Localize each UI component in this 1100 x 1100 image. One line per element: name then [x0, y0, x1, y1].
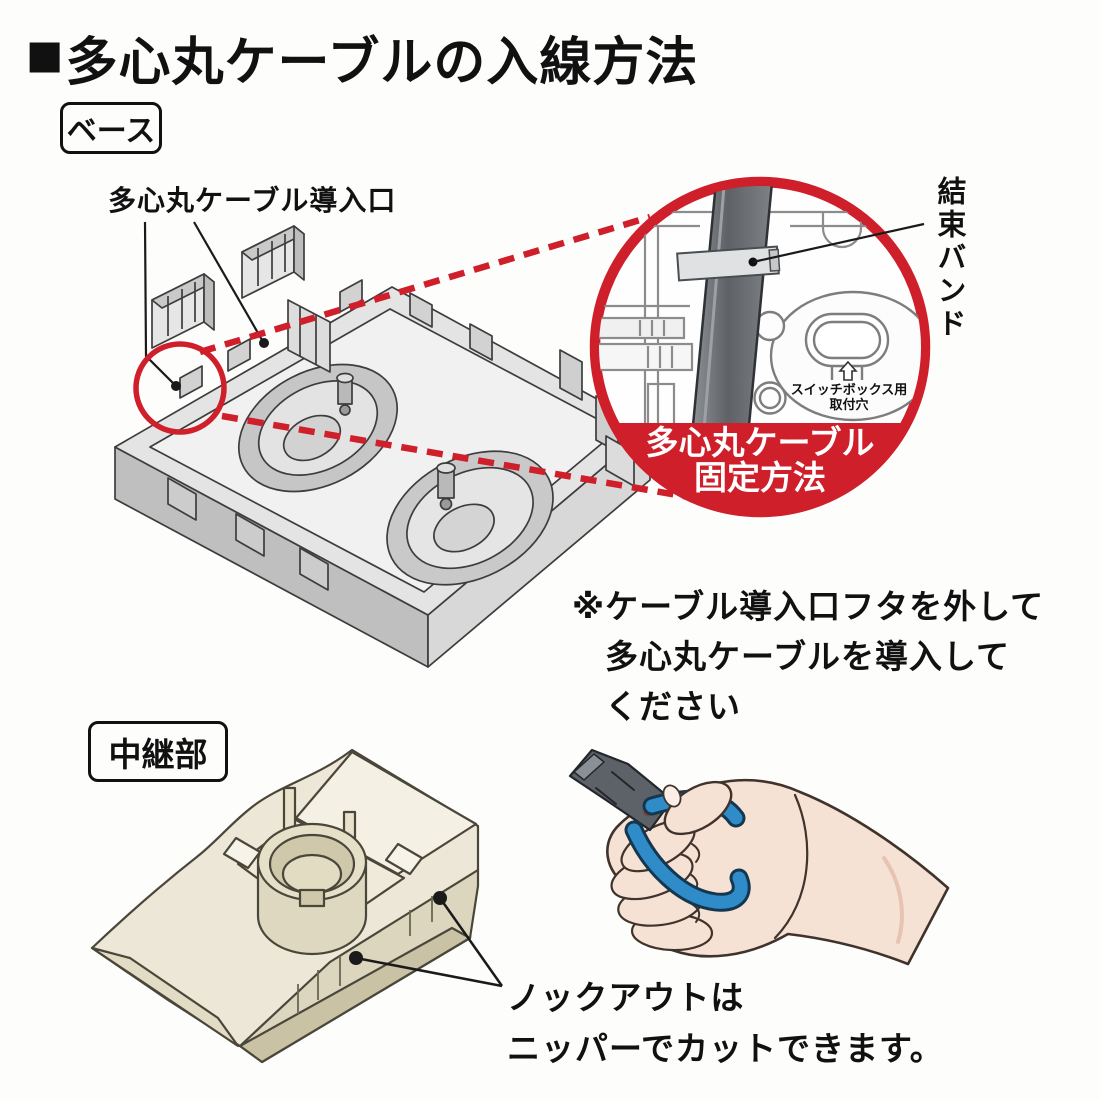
- base-isometric-drawing: [114, 225, 651, 668]
- inlet-note: ※ケーブル導入口フタを外して 多心丸ケーブルを導入して ください: [572, 582, 1044, 732]
- hand-with-nippers: [568, 748, 950, 966]
- base-well-2: [386, 450, 554, 586]
- page-title: 多心丸ケーブルの入線方法: [65, 34, 699, 92]
- zoom-dashed-line-lower: [221, 412, 707, 504]
- switch-box-hole-label-line1: スイッチボックス用: [790, 382, 908, 397]
- fixing-method-banner-text: 多心丸ケーブル 固定方法: [600, 425, 920, 495]
- band-label-leader: [752, 222, 925, 264]
- knockout-dot-1: [433, 891, 447, 905]
- inlet-note-line2: 多心丸ケーブルを導入して: [605, 638, 1011, 675]
- thumbnail: [662, 784, 682, 808]
- knockout-leaders: [349, 891, 504, 988]
- thumb: [662, 780, 733, 836]
- zoom-dashed-line-upper: [199, 213, 651, 356]
- up-arrow-icon: [838, 360, 858, 381]
- black-square-icon: ■: [26, 20, 64, 90]
- switch-box-boss: [753, 290, 921, 422]
- inlet-cover-clip-2: [241, 225, 305, 299]
- base-well-1: [237, 363, 399, 493]
- base-standing-clip: [287, 299, 331, 373]
- banner-line1: 多心丸ケーブル: [645, 424, 875, 461]
- inlet-note-line1: ※ケーブル導入口フタを外して: [572, 588, 1045, 625]
- cable-tie-band: [676, 245, 781, 282]
- switch-box-hole-label-line2: 取付穴: [829, 397, 869, 412]
- base-section-label: ベース: [66, 115, 156, 148]
- relay-isometric-drawing: [90, 748, 480, 1064]
- knockout-dot-2: [349, 951, 363, 965]
- inlet-note-line3: ください: [605, 688, 741, 725]
- base-section-tag: ベース: [60, 102, 162, 154]
- inlet-highlight-circle: [133, 341, 227, 435]
- cable-inlet-label: 多心丸ケーブル導入口: [108, 185, 397, 216]
- knockout-note-line2: ニッパーでカットできます。: [507, 1030, 944, 1067]
- knockout-note: ノックアウトは ニッパーでカットできます。: [507, 972, 944, 1074]
- knockout-note-line1: ノックアウトは: [507, 979, 745, 1016]
- relay-cup: [256, 822, 368, 956]
- cable-tie-label: 結束バンド: [933, 176, 965, 341]
- page-title-row: ■ 多心丸ケーブルの入線方法: [26, 20, 698, 95]
- inlet-cover-clip-1: [151, 273, 215, 349]
- banner-line2: 固定方法: [694, 459, 826, 496]
- relay-section-label: 中継部: [108, 735, 208, 773]
- relay-section-tag: 中継部: [88, 721, 228, 782]
- switch-box-hole-label: スイッチボックス用 取付穴: [784, 382, 914, 412]
